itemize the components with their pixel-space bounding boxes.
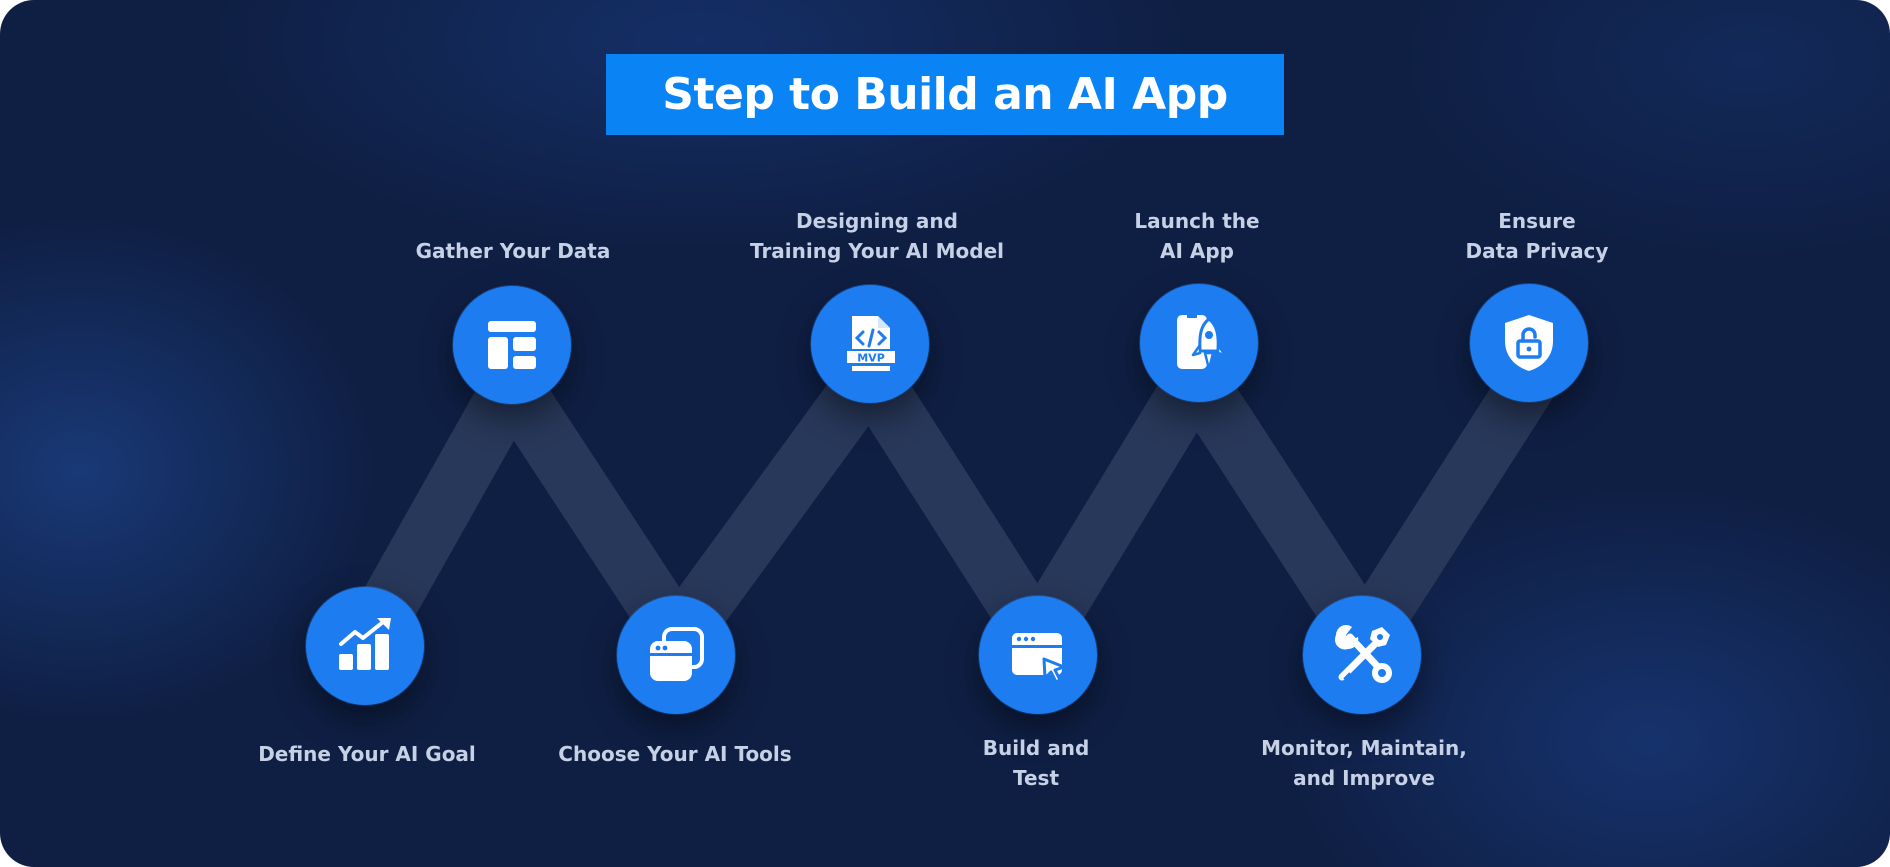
- step-5-label: Build and Test: [982, 736, 1090, 790]
- step-2-label: Gather Your Data: [415, 239, 611, 263]
- step-4-node[interactable]: MVP: [811, 285, 929, 403]
- step-5-node[interactable]: [979, 596, 1097, 714]
- step-6-node[interactable]: [1140, 284, 1258, 402]
- mvp-code-file-icon: MVP: [845, 316, 897, 371]
- step-7-label: Monitor, Maintain, and Improve: [1261, 736, 1467, 790]
- step-1-label: Define Your AI Goal: [258, 742, 476, 766]
- step-3-node[interactable]: [617, 596, 735, 714]
- tools-wrench-icon: [1334, 625, 1392, 683]
- step-8-label: Ensure Data Privacy: [1465, 209, 1609, 263]
- page-title: Step to Build an AI App: [662, 69, 1228, 120]
- app-windows-icon: [650, 627, 704, 681]
- step-2-node[interactable]: [453, 286, 571, 404]
- rocket-launch-icon: [1177, 315, 1227, 371]
- data-layout-icon: [488, 321, 536, 369]
- step-3-label: Choose Your AI Tools: [558, 742, 792, 766]
- svg-text:MVP: MVP: [857, 352, 885, 365]
- step-8-node[interactable]: [1470, 284, 1588, 402]
- step-4-label: Designing and Training Your AI Model: [750, 209, 1004, 263]
- browser-cursor-icon: [1012, 633, 1066, 684]
- title-banner: Step to Build an AI App: [606, 54, 1284, 135]
- step-7-node[interactable]: [1303, 596, 1421, 714]
- growth-chart-icon: [339, 618, 391, 670]
- shield-lock-icon: [1505, 315, 1553, 371]
- step-1-node[interactable]: [306, 587, 424, 705]
- step-6-label: Launch the AI App: [1134, 209, 1260, 263]
- zigzag-line: [339, 323, 1555, 693]
